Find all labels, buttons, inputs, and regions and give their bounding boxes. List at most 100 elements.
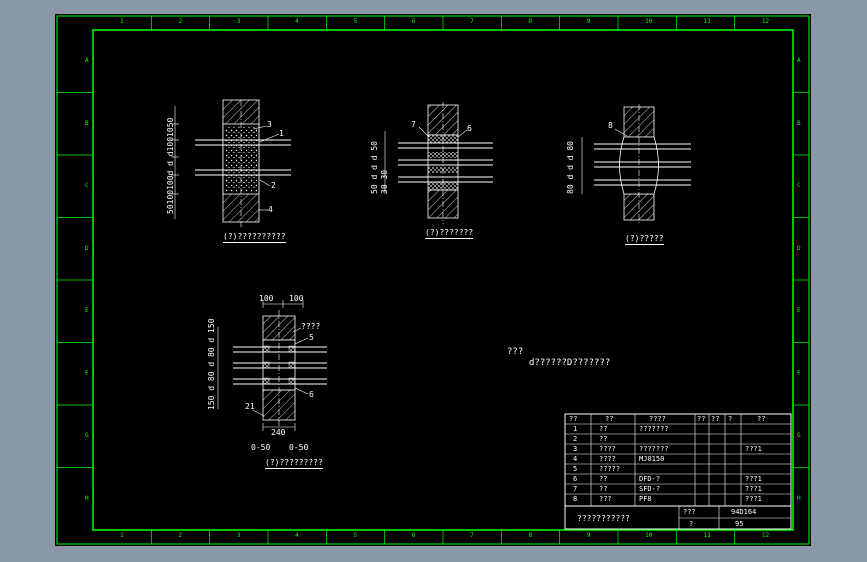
tb-row-spec: SFD-? — [639, 485, 661, 493]
tb-row-spec: ??????? — [639, 445, 669, 453]
frame-row-letter: G — [85, 432, 89, 440]
tb-row-spec: MJ0150 — [639, 455, 665, 463]
title-block-grid — [564, 413, 792, 530]
detail-1-leader-2: 2 — [271, 181, 276, 190]
drawing-canvas — [56, 15, 810, 545]
frame-row-letter: B — [797, 119, 801, 127]
detail-1-vertical-dims: 50100100d d d1001050 — [166, 117, 175, 214]
frame-row-letter: C — [85, 182, 89, 190]
detail-4-leader-21: 21 — [245, 402, 255, 411]
detail-2-vertical-dims: 50 d d d 50 — [370, 141, 379, 194]
tb-row-name: ????? — [599, 465, 621, 473]
frame-col-number: 2 — [178, 532, 183, 539]
frame-row-letter: B — [85, 119, 89, 127]
frame-row-letter: D — [85, 244, 89, 252]
detail-2-leader-6: 6 — [467, 124, 472, 133]
frame-row-letter: E — [797, 307, 801, 315]
tb-row-name: ???? — [599, 445, 616, 453]
tb-row-spec: ??????? — [639, 425, 669, 433]
detail-4-offset-right: 0-50 — [289, 443, 309, 452]
frame-col-number: 3 — [236, 532, 241, 539]
frame-col-number: 1 — [120, 532, 124, 539]
tb-row-no: 3 — [573, 445, 578, 453]
tb-row-spec: DFD-? — [639, 475, 661, 483]
tb-value-a: 94D164 — [731, 508, 757, 516]
frame-row-letter: D — [797, 244, 801, 252]
frame-col-number: 6 — [411, 532, 416, 539]
tb-row-name: ?? — [599, 475, 608, 483]
frame-col-number: 12 — [761, 18, 770, 25]
tb-value-b: 95 — [735, 520, 744, 528]
tb-header-0: ?? — [569, 415, 578, 423]
detail-2-leader-7: 7 — [411, 120, 416, 129]
tb-header-3: ?? — [697, 415, 706, 423]
frame-col-number: 4 — [295, 18, 299, 25]
detail-4-bottom-dim: 240 — [271, 428, 286, 437]
frame-row-letter: H — [85, 494, 89, 502]
frame-col-number: 11 — [703, 532, 711, 539]
frame-col-number: 11 — [703, 18, 711, 25]
outer-frame — [56, 15, 810, 545]
detail-3-drawing — [581, 104, 691, 224]
frame-ticks — [57, 16, 809, 544]
detail-4-leader-a: ???? — [301, 322, 321, 331]
detail-1-leader-3: 3 — [267, 120, 272, 129]
tb-row-name: ?? — [599, 485, 608, 493]
detail-4-vertical-dims: 150 d 80 d 80 d 150 — [207, 318, 216, 410]
detail-3-caption: (?)????? — [625, 234, 664, 245]
tb-row-name: ?? — [599, 435, 608, 443]
frame-row-letter: G — [797, 432, 801, 440]
frame-col-number: 8 — [528, 532, 533, 539]
tb-row-name: ?? — [599, 425, 608, 433]
tb-row-note: ???1 — [745, 475, 762, 483]
frame-row-letter: F — [85, 369, 89, 377]
frame-col-number: 4 — [295, 532, 299, 539]
tb-row-name: ???? — [599, 455, 616, 463]
tb-row-no: 5 — [573, 465, 578, 473]
tb-row-name: ??? — [599, 495, 612, 503]
detail-1-caption: (?)?????????? — [223, 232, 286, 243]
detail-4-top-dim-left: 100 — [259, 294, 274, 303]
tb-header-2: ???? — [649, 415, 666, 423]
tb-header-5: ? — [728, 415, 733, 423]
drawing-title: ??????????? — [577, 514, 630, 523]
frame-col-number: 1 — [120, 18, 124, 25]
tb-row-note: ???1 — [745, 445, 762, 453]
detail-4-caption: (?)????????? — [265, 458, 323, 469]
frame-row-letter: E — [85, 307, 89, 315]
detail-4-leader-6: 6 — [309, 390, 314, 399]
frame-col-number: 9 — [586, 532, 591, 539]
frame-col-number: 5 — [353, 18, 358, 25]
frame-col-number: 5 — [353, 532, 358, 539]
tb-label-b: ? — [689, 520, 694, 528]
tb-row-no: 2 — [573, 435, 578, 443]
tb-row-no: 6 — [573, 475, 578, 483]
tb-row-no: 4 — [573, 455, 578, 463]
detail-4-drawing — [217, 300, 327, 431]
detail-2-caption: (?)??????? — [425, 228, 474, 239]
frame-row-letter: H — [797, 494, 801, 502]
frame-row-letter: C — [797, 182, 801, 190]
tb-label-a: ??? — [683, 508, 696, 516]
tb-row-note: ???1 — [745, 485, 762, 493]
frame-col-number: 9 — [586, 18, 591, 25]
tb-row-spec: PF8 — [639, 495, 652, 503]
tb-row-no: 1 — [573, 425, 578, 433]
frame-col-number: 7 — [470, 532, 474, 539]
tb-header-4: ?? — [711, 415, 720, 423]
tb-row-no: 8 — [573, 495, 578, 503]
detail-4-top-dim-right: 100 — [289, 294, 304, 303]
detail-3-leader-8: 8 — [608, 121, 613, 130]
tb-row-no: 7 — [573, 485, 578, 493]
notes-line-1: ??? — [507, 347, 524, 357]
frame-row-letter: F — [797, 369, 801, 377]
detail-1-drawing — [171, 99, 291, 228]
detail-4-leader-5: 5 — [309, 333, 314, 342]
frame-col-number: 2 — [178, 18, 183, 25]
detail-3-vertical-dims: 80 d d d 80 — [566, 141, 575, 194]
detail-4-offset-left: 0-50 — [251, 443, 271, 452]
frame-col-number: 3 — [236, 18, 241, 25]
detail-1-leader-4: 4 — [268, 205, 273, 214]
frame-row-letter: A — [797, 57, 801, 65]
